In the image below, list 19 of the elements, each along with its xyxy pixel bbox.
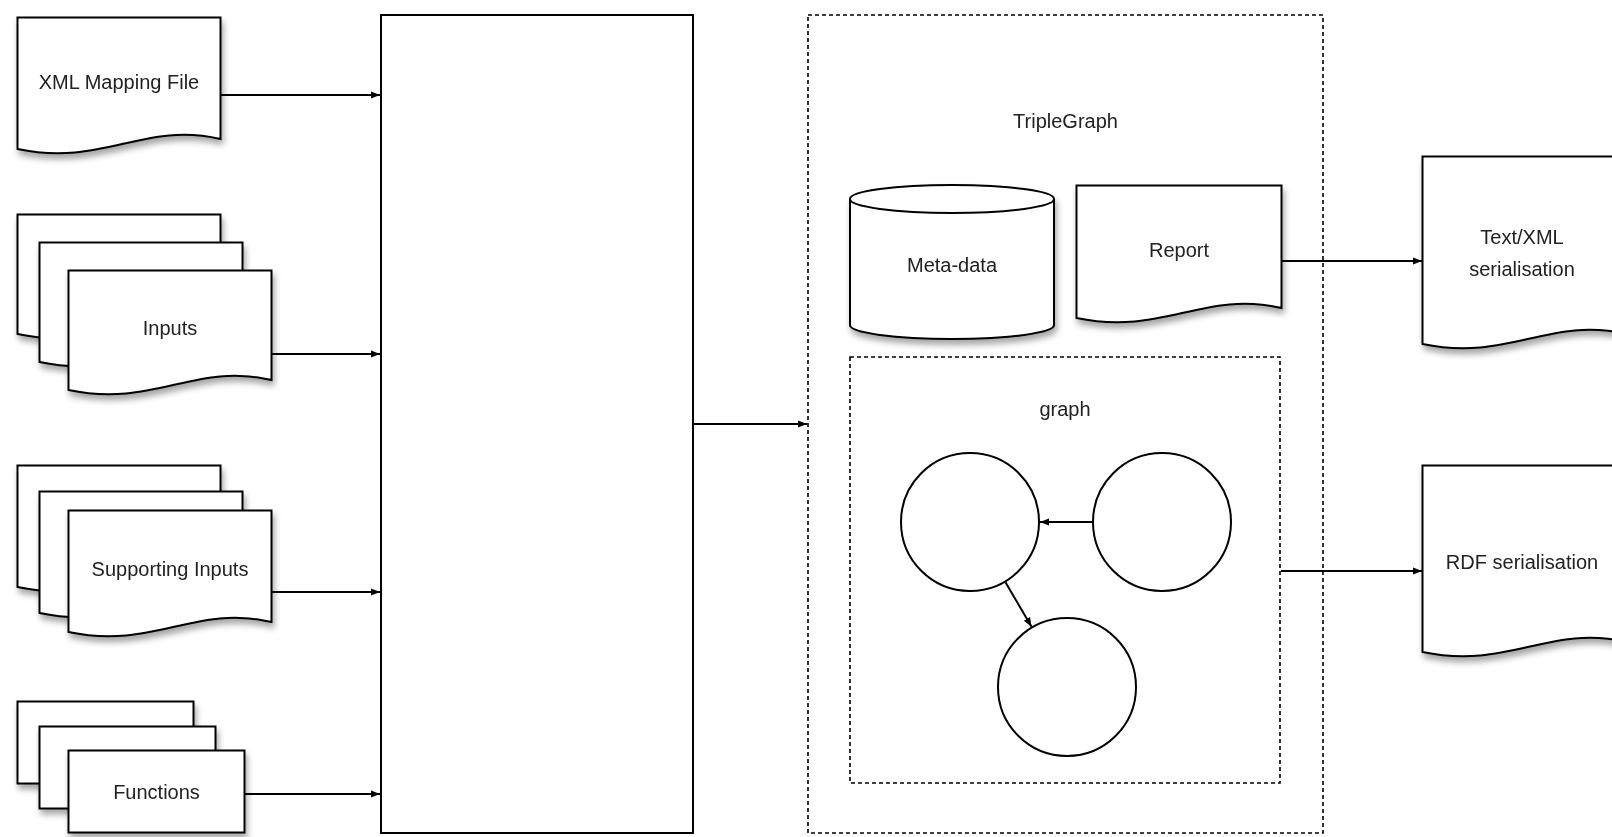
node-label: TripleGraph: [1013, 109, 1118, 134]
arrow: [220, 91, 381, 99]
node-label: Meta-data: [906, 253, 998, 278]
arrow: [1004, 581, 1033, 628]
node-label: Supporting Inputs: [91, 557, 249, 582]
node-label: Text/XML serialisation: [1468, 225, 1576, 282]
arrow: [1280, 567, 1423, 575]
node-label: Functions: [113, 779, 200, 805]
arrow: [244, 790, 381, 798]
arrow: [271, 350, 381, 358]
node-label: graph: [1039, 397, 1091, 422]
node-label: Inputs: [142, 316, 198, 341]
arrow: [1039, 518, 1093, 526]
arrow: [1281, 257, 1423, 265]
node-label: XML Mapping File: [38, 70, 200, 95]
arrow: [271, 588, 381, 596]
arrow: [693, 420, 808, 428]
node-label: Report: [1149, 238, 1209, 263]
node-label: RDF serialisation: [1445, 550, 1599, 575]
